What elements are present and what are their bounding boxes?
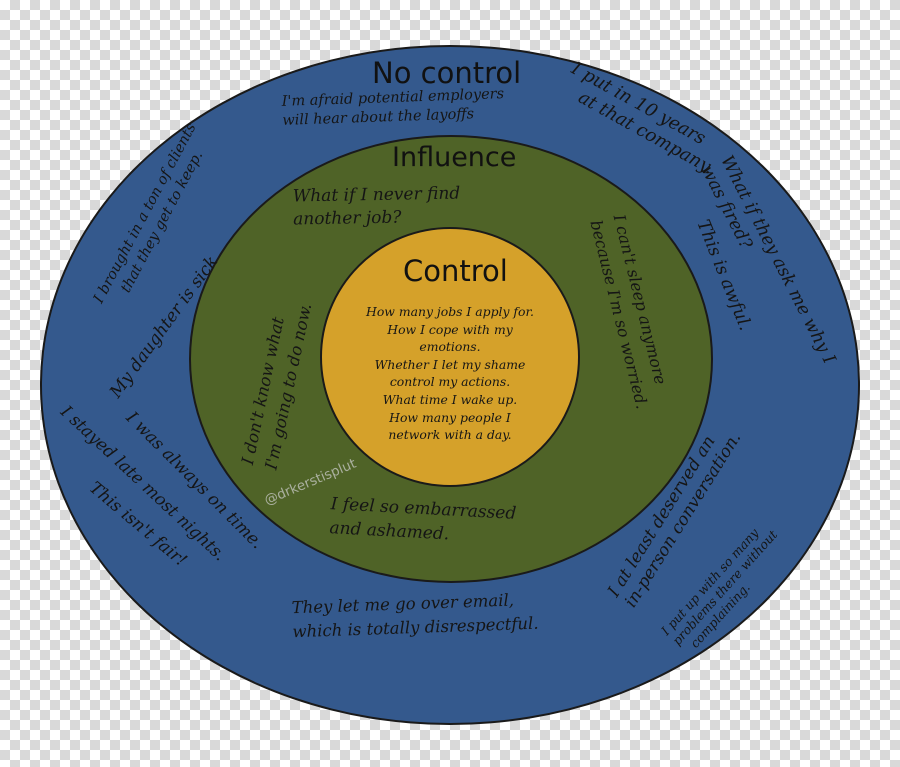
control-item: What time I wake up. xyxy=(382,391,518,407)
influence-title: Influence xyxy=(392,142,517,173)
control-item: network with a day. xyxy=(388,427,512,443)
no-control-email: They let me go over email, which is tota… xyxy=(291,590,539,642)
control-item: How many jobs I apply for. xyxy=(366,304,534,319)
control-circle xyxy=(320,227,580,487)
no-control-afraid: I'm afraid potential employers will hear… xyxy=(281,86,505,129)
control-item: How I cope with my xyxy=(387,321,513,337)
control-item: Whether I let my shame xyxy=(374,356,526,372)
control-item: control my actions. xyxy=(389,374,511,390)
control-items: How many jobs I apply for. How I cope wi… xyxy=(336,303,564,444)
control-item: How many people I xyxy=(389,409,511,425)
influence-never-find: What if I never find another job? xyxy=(292,183,461,230)
control-title: Control xyxy=(403,254,508,288)
no-control-title: No control xyxy=(372,56,522,90)
influence-embarrassed: I feel so embarrassed and ashamed. xyxy=(328,494,517,545)
control-item: emotions. xyxy=(419,339,481,355)
